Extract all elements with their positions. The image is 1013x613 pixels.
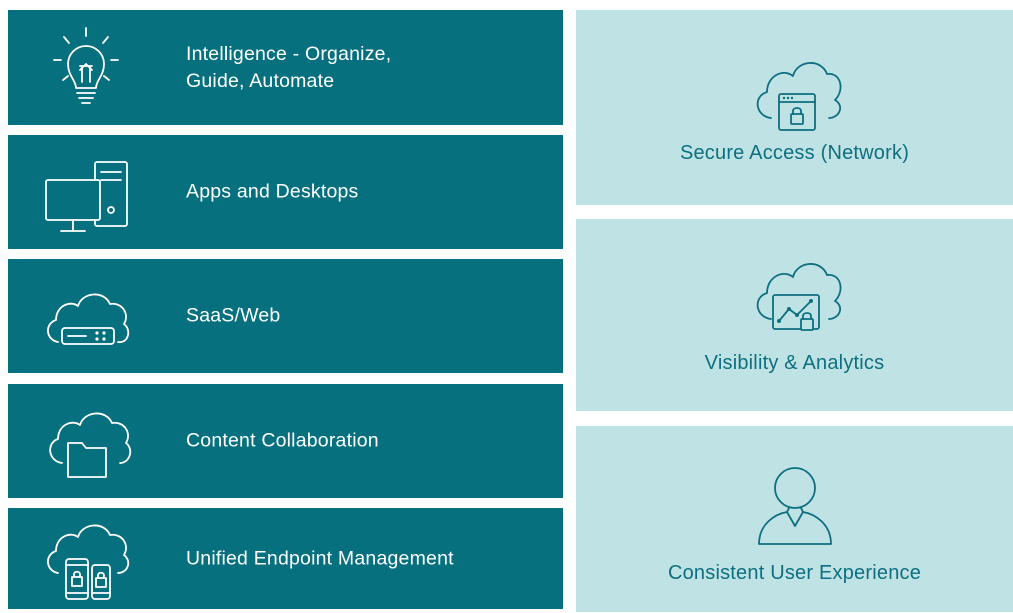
saas-web-tile[interactable]: SaaS/Web (8, 259, 563, 373)
saas-web-label: SaaS/Web (186, 304, 281, 327)
apps-desktops-label: Apps and Desktops (186, 180, 359, 203)
intelligence-label-line1: Intelligence - Organize, (186, 42, 392, 65)
cloud-server-icon (36, 266, 136, 366)
cloud-analytics-icon (745, 249, 845, 349)
content-collaboration-tile[interactable]: Content Collaboration (8, 384, 563, 498)
user-experience-tile[interactable]: Consistent User Experience (576, 426, 1013, 612)
endpoint-management-tile[interactable]: Unified Endpoint Management (8, 508, 563, 609)
content-collaboration-label: Content Collaboration (186, 429, 379, 452)
intelligence-label: Intelligence - Organize, Guide, Automate (186, 41, 391, 95)
cloud-folder-icon (36, 391, 136, 491)
user-experience-label: Consistent User Experience (667, 562, 922, 584)
desktop-computer-icon (36, 142, 136, 242)
intelligence-label-line2: Guide, Automate (186, 69, 335, 92)
secure-access-label: Secure Access (Network) (679, 142, 910, 164)
visibility-analytics-tile[interactable]: Visibility & Analytics (576, 219, 1013, 411)
apps-desktops-tile[interactable]: Apps and Desktops (8, 135, 563, 249)
intelligence-tile[interactable]: Intelligence - Organize, Guide, Automate (8, 10, 563, 125)
endpoint-management-label: Unified Endpoint Management (186, 547, 454, 569)
user-icon (745, 458, 845, 558)
lightbulb-icon (36, 18, 136, 118)
cloud-secure-window-icon (745, 46, 845, 146)
visibility-analytics-label: Visibility & Analytics (704, 352, 885, 374)
secure-access-tile[interactable]: Secure Access (Network) (576, 10, 1013, 205)
cloud-devices-icon (36, 509, 136, 609)
